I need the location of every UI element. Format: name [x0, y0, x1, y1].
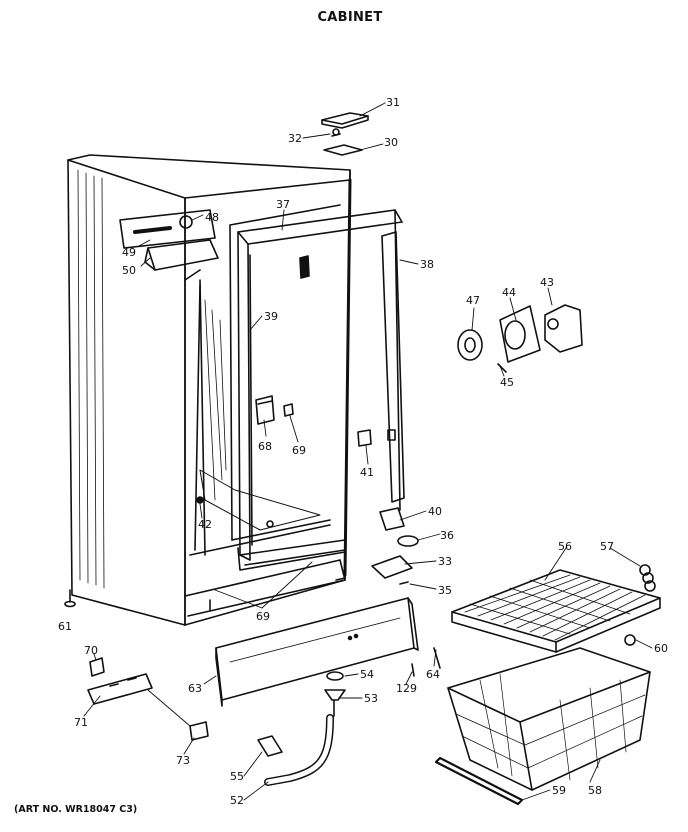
callout-54: 54: [360, 668, 374, 681]
lower-hinge: [237, 507, 405, 581]
callout-45: 45: [500, 376, 514, 389]
kick-plate: [215, 597, 419, 707]
cabinet-body: [67, 154, 352, 626]
callout-63: 63: [188, 682, 202, 695]
callout-69-upper: 69: [292, 444, 306, 457]
callout-69-lower: 69: [256, 610, 270, 623]
callout-30: 30: [384, 136, 398, 149]
callout-35: 35: [438, 584, 452, 597]
callout-59: 59: [552, 784, 566, 797]
callout-58: 58: [588, 784, 602, 797]
callout-37: 37: [276, 198, 290, 211]
callout-39: 39: [264, 310, 278, 323]
callout-40: 40: [428, 505, 442, 518]
door-gasket: [237, 209, 403, 566]
callout-43: 43: [540, 276, 554, 289]
drain-bracket-parts: [87, 657, 209, 741]
control-parts: [457, 304, 583, 373]
callout-52: 52: [230, 794, 244, 807]
callout-44: 44: [502, 286, 516, 299]
callout-50: 50: [122, 264, 136, 277]
callout-32: 32: [288, 132, 302, 145]
callout-31: 31: [386, 96, 400, 109]
callout-55: 55: [230, 770, 244, 783]
top-hinge-parts: [321, 112, 369, 156]
callout-42: 42: [198, 518, 212, 531]
callout-71: 71: [74, 716, 88, 729]
callout-53: 53: [364, 692, 378, 705]
shelf-supports: [64, 564, 656, 646]
callout-56: 56: [558, 540, 572, 553]
callout-38: 38: [420, 258, 434, 271]
callout-73: 73: [176, 754, 190, 767]
wire-basket: [447, 647, 651, 791]
small-clips: [196, 395, 372, 504]
callout-36: 36: [440, 529, 454, 542]
leader-lines: [83, 102, 653, 801]
art-number: (ART NO. WR18047 C3): [14, 804, 138, 815]
callout-49: 49: [122, 246, 136, 259]
callout-47: 47: [466, 294, 480, 307]
drain-assembly: [257, 647, 441, 786]
callout-64: 64: [426, 668, 440, 681]
wire-shelf: [451, 569, 661, 653]
callout-57: 57: [600, 540, 614, 553]
diagram-title: CABINET: [317, 10, 383, 25]
callout-labels: 31 32 30 37 48 49 50 38 47 44 43 39 45 6…: [58, 96, 668, 807]
callout-129: 129: [396, 682, 417, 695]
callout-60: 60: [654, 642, 668, 655]
bracket-assembly: [119, 209, 219, 271]
hinge-hardware: [371, 535, 419, 585]
trim-strip: [381, 231, 405, 503]
callout-61: 61: [58, 620, 72, 633]
callout-33: 33: [438, 555, 452, 568]
callout-70: 70: [84, 644, 98, 657]
callout-41: 41: [360, 466, 374, 479]
callout-48: 48: [205, 211, 219, 224]
callout-68: 68: [258, 440, 272, 453]
